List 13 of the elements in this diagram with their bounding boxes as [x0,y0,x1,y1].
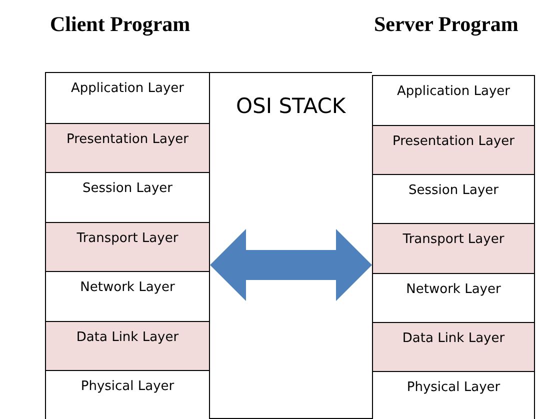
layer-row: Physical Layer [373,370,534,419]
layer-row: Data Link Layer [373,322,534,371]
layer-row: Session Layer [373,174,534,224]
layer-row: Transport Layer [373,223,534,273]
layer-row: Presentation Layer [46,122,209,172]
layer-row: Transport Layer [46,222,209,272]
layer-row: Physical Layer [46,370,209,419]
stack-title: OSI STACK [236,94,346,118]
double-arrow [210,229,372,301]
column-heading: Client Program [50,12,190,37]
layer-row: Data Link Layer [46,320,209,370]
layer-row: Presentation Layer [373,125,534,174]
column-heading: Server Program [374,12,518,37]
